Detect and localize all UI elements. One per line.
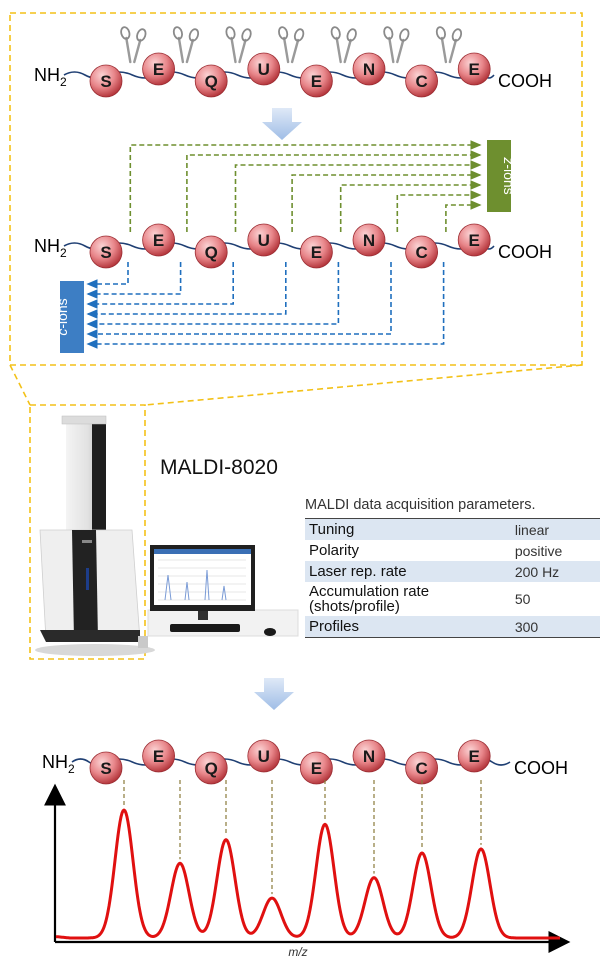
residue-bead: E [142, 739, 176, 773]
residue-bead: E [299, 64, 333, 98]
param-value: positive [514, 542, 563, 559]
svg-text:c-ions: c-ions [54, 298, 70, 335]
cleavage-peptide: NH2 COOH S E Q U E N C E [34, 52, 552, 98]
residue-bead: S [89, 235, 123, 269]
residue-bead: N [352, 739, 386, 773]
residue-bead: C [405, 235, 439, 269]
c-ion-lines [86, 262, 445, 349]
parameters-caption: MALDI data acquisition parameters. [305, 497, 536, 513]
scissors-icons [120, 26, 463, 64]
residue-bead: U [247, 52, 281, 86]
param-name: Profiles [305, 616, 511, 638]
residue-bead: Q [194, 64, 228, 98]
residue-bead: Q [194, 751, 228, 785]
residue-letter: N [363, 747, 375, 766]
n-terminus-label: NH2 [34, 236, 67, 260]
residue-letter: C [415, 759, 427, 778]
residue-letter: C [415, 72, 427, 91]
param-value: linear [510, 518, 600, 540]
spectrum-trace [55, 808, 561, 940]
residue-letter: E [311, 759, 322, 778]
residue-letter: N [363, 231, 375, 250]
residue-letter: U [258, 60, 270, 79]
residue-letter: S [100, 759, 111, 778]
residue-letter: U [258, 747, 270, 766]
residue-bead: C [405, 751, 439, 785]
residue-letter: E [469, 60, 480, 79]
residue-bead: E [457, 223, 491, 257]
computer-monitor-image [138, 545, 299, 648]
scissors-icon [330, 26, 357, 64]
z-ion-lines [129, 140, 482, 232]
residue-bead: E [299, 235, 333, 269]
residue-letter: S [100, 243, 111, 262]
parameters-table: Tuning linear Polarity positive Laser re… [305, 518, 600, 638]
residue-letter: C [415, 243, 427, 262]
residue-letter: N [363, 60, 375, 79]
residue-letter: E [469, 231, 480, 250]
residue-bead: E [299, 751, 333, 785]
peak-assignment-lines [123, 780, 482, 895]
table-row: Laser rep. rate 200 Hz [305, 561, 600, 582]
x-axis-label: m/z [288, 945, 307, 956]
table-row: Profiles 300 [305, 616, 600, 638]
c-ions-label: c-ions [54, 281, 84, 353]
residue-letter: E [311, 243, 322, 262]
param-value: 300 [510, 616, 600, 638]
param-value: 50 [514, 591, 531, 607]
highlight-frame [9, 12, 583, 660]
scissors-icon [383, 26, 410, 64]
c-terminus-label: COOH [514, 758, 568, 778]
scissors-icon [435, 26, 463, 64]
residue-bead: Q [194, 235, 228, 269]
maldi-instrument-image [35, 415, 155, 656]
n-terminus-label: NH2 [42, 752, 75, 776]
svg-text:z-ions: z-ions [501, 156, 517, 194]
param-name: Polarity [309, 542, 360, 559]
scissors-icon [172, 26, 200, 64]
residue-bead: E [142, 223, 176, 257]
scissors-icon [120, 26, 147, 64]
fragment-peptide: NH2 COOH S E Q U E N C E [34, 223, 552, 269]
residue-letter: U [258, 231, 270, 250]
residue-bead: N [352, 52, 386, 86]
residue-letter: E [153, 747, 164, 766]
sequence-peptide: NH2 COOH S E Q U E N C E [42, 739, 568, 785]
residue-bead: E [142, 52, 176, 86]
table-row: Polarity positive [305, 540, 600, 561]
mass-spectrum: m/z [44, 783, 571, 956]
residue-bead: E [457, 52, 491, 86]
param-value: 200 Hz [510, 561, 600, 582]
residue-letter: E [469, 747, 480, 766]
down-arrow-icon [262, 108, 302, 140]
residue-bead: N [352, 223, 386, 257]
residue-bead: U [247, 739, 281, 773]
residue-letter: Q [205, 759, 218, 778]
residue-letter: E [153, 231, 164, 250]
residue-letter: E [311, 72, 322, 91]
residue-letter: E [153, 60, 164, 79]
instrument-title: MALDI-8020 [160, 456, 278, 479]
residue-bead: C [405, 64, 439, 98]
residue-bead: S [89, 751, 123, 785]
residue-bead: U [247, 223, 281, 257]
param-name: Accumulation rate(shots/profile) [309, 583, 430, 615]
residue-letter: S [100, 72, 111, 91]
residue-letter: Q [205, 243, 218, 262]
table-row: Tuning linear [305, 518, 600, 540]
scissors-icon [225, 26, 252, 64]
param-name: Laser rep. rate [305, 561, 511, 582]
residue-bead: S [89, 64, 123, 98]
scissors-icon [278, 26, 305, 64]
residue-letter: Q [205, 72, 218, 91]
c-terminus-label: COOH [498, 71, 552, 91]
c-terminus-label: COOH [498, 242, 552, 262]
residue-bead: E [457, 739, 491, 773]
param-name: Tuning [305, 518, 511, 540]
z-ions-label: z-ions [487, 140, 517, 212]
down-arrow-icon [254, 678, 294, 710]
n-terminus-label: NH2 [34, 65, 67, 89]
table-row: Accumulation rate(shots/profile) 50 [305, 582, 600, 616]
